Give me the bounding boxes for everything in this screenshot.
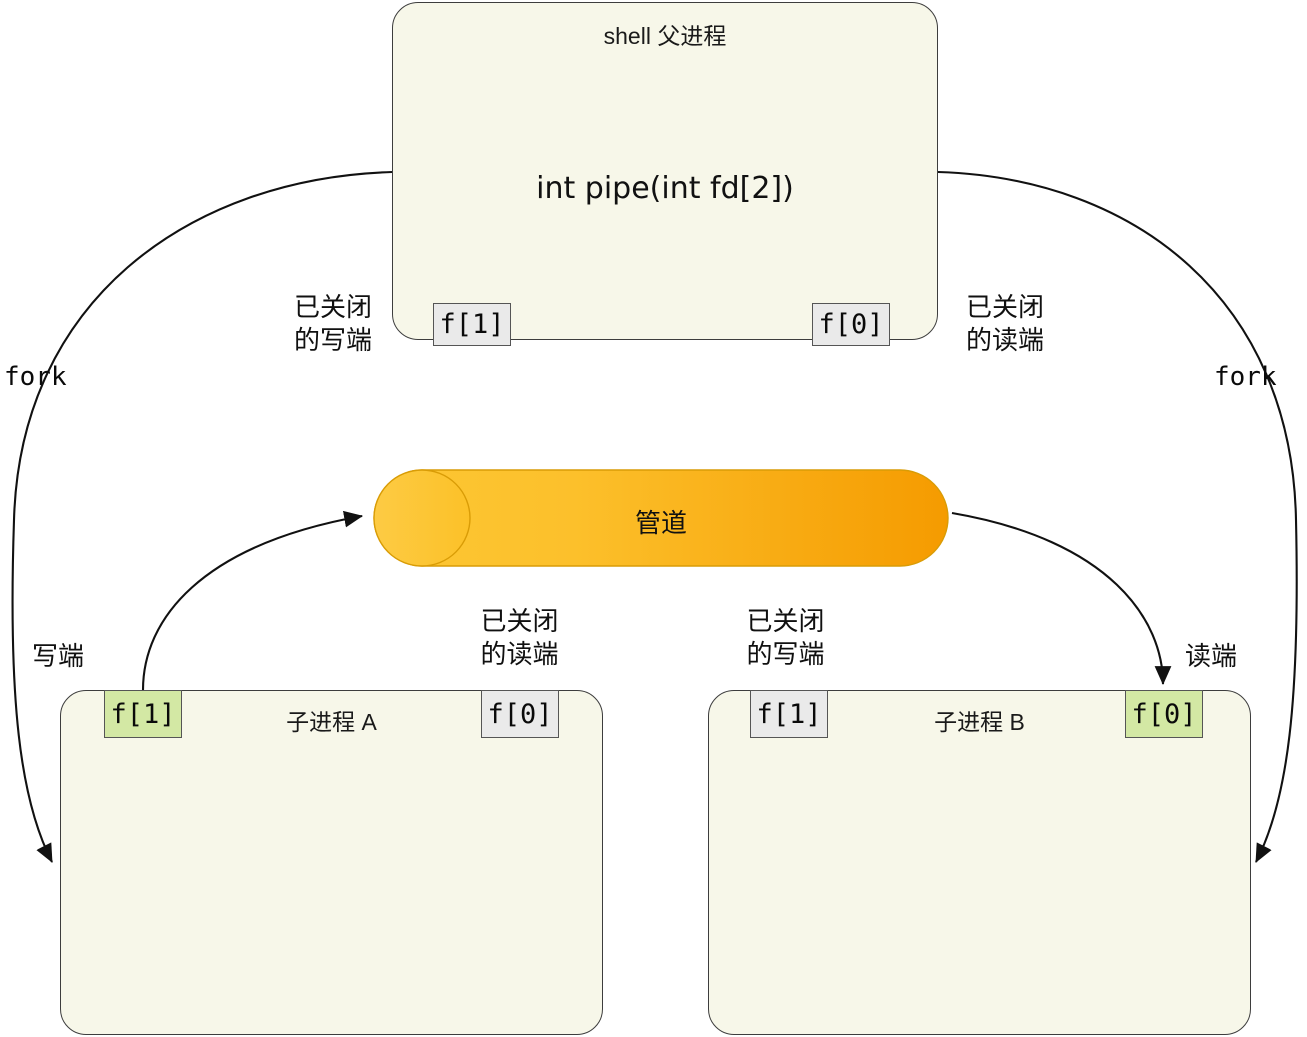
parent-process-title: shell 父进程 [603,23,727,49]
parent-fd-write-tag[interactable]: f[1] [433,303,511,346]
child-a-write-end-note: 写端 [32,641,85,671]
child-b-read-end-note: 读端 [1185,641,1238,671]
child-a-process-box: 子进程 A [60,690,603,1035]
child-b-closed-write-note: 已关闭 的写端 [746,606,825,670]
pipe-shape: 管道 [370,468,952,568]
child-b-fd-write-tag[interactable]: f[1] [750,690,828,738]
child-b-process-box: 子进程 B [708,690,1251,1035]
parent-closed-write-note: 已关闭 的写端 [293,292,372,356]
parent-pipe-call: int pipe(int fd[2]) [536,171,794,206]
parent-closed-read-note: 已关闭 的读端 [965,292,1044,356]
child-b-title: 子进程 B [934,709,1025,735]
fork-label-right: fork [1214,362,1277,392]
parent-fd-read-tag[interactable]: f[0] [812,303,890,346]
parent-process-box: shell 父进程 int pipe(int fd[2]) [392,2,938,340]
pipe-left-cap [373,469,471,567]
edge-fork-right [937,170,1298,863]
edge-fork-left [11,170,393,863]
edge-pipe-to-childb-read [951,511,1172,686]
child-a-closed-read-note: 已关闭 的读端 [480,606,559,670]
edge-childa-write-to-pipe [141,510,364,691]
fork-label-left: fork [4,362,67,392]
child-b-fd-read-tag[interactable]: f[0] [1125,690,1203,738]
child-a-fd-read-tag[interactable]: f[0] [481,690,559,738]
pipe-label: 管道 [634,508,687,538]
child-a-title: 子进程 A [286,709,377,735]
child-a-fd-write-tag[interactable]: f[1] [104,690,182,738]
